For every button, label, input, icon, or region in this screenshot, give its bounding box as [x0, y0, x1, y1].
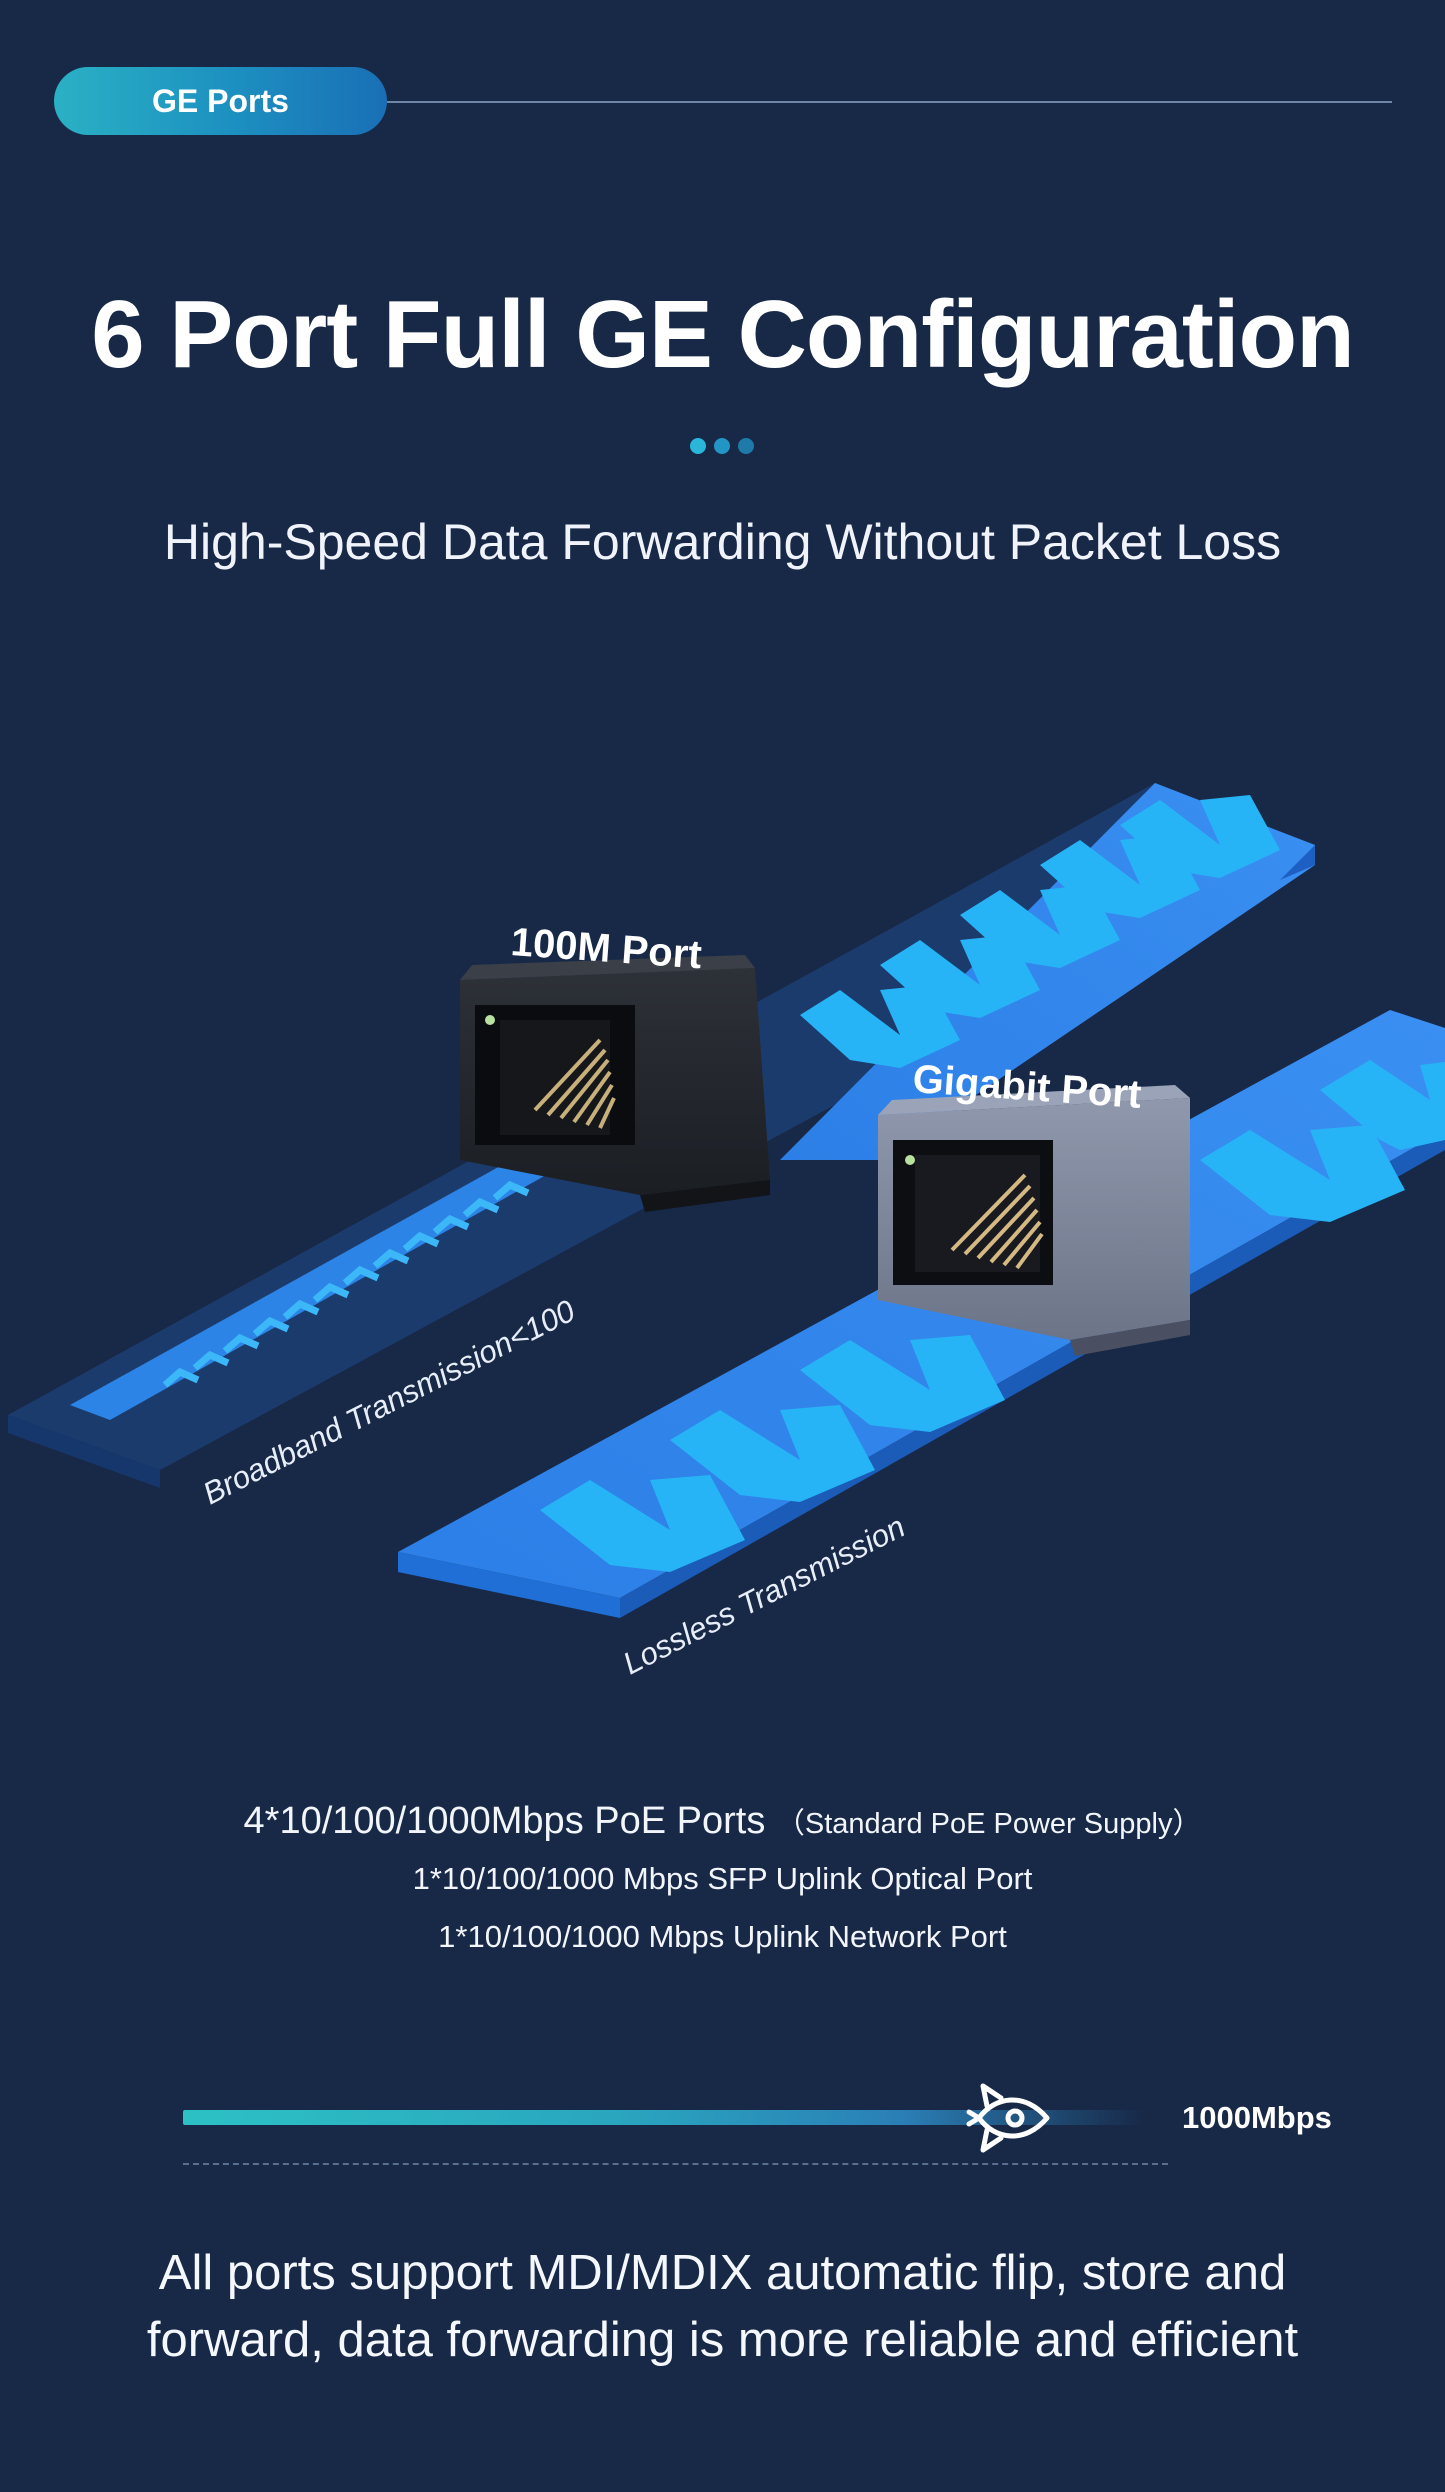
dot-icon	[738, 438, 754, 454]
sfp-port-text: 1*10/100/1000 Mbps SFP Uplink Optical Po…	[412, 1861, 1033, 1896]
ethernet-port-gigabit	[878, 1085, 1190, 1356]
port-spec-list: 4*10/100/1000Mbps PoE Ports （Standard Po…	[0, 1800, 1445, 1955]
section-tab-label: GE Ports	[152, 82, 289, 119]
page-subtitle: High-Speed Data Forwarding Without Packe…	[163, 514, 1282, 570]
decorative-dots	[690, 438, 754, 454]
port-spec-line: 4*10/100/1000Mbps PoE Ports （Standard Po…	[0, 1800, 1445, 1843]
port-comparison-illustration: 100M Port Gigabit Port Broadband Transmi…	[8, 783, 1445, 1681]
speed-label: 1000Mbps	[1182, 2100, 1332, 2135]
feature-line-2: forward, data forwarding is more reliabl…	[146, 2313, 1299, 2367]
page-title: 6 Port Full GE Configuration	[91, 281, 1355, 388]
dot-icon	[714, 438, 730, 454]
ethernet-port-100m	[460, 955, 770, 1212]
poe-ports-text: 4*10/100/1000Mbps PoE Ports	[243, 1800, 766, 1842]
rocket-icon	[966, 2083, 1050, 2153]
feature-description: All ports support MDI/MDIX automatic fli…	[0, 2240, 1445, 2374]
speed-progress-bar	[183, 2110, 1143, 2125]
feature-line-1: All ports support MDI/MDIX automatic fli…	[158, 2246, 1287, 2300]
dashed-divider	[183, 2163, 1168, 2165]
uplink-port-text: 1*10/100/1000 Mbps Uplink Network Port	[438, 1919, 1007, 1954]
dot-icon	[690, 438, 706, 454]
section-tab-pill: GE Ports	[54, 67, 387, 135]
poe-ports-note: （Standard PoE Power Supply）	[775, 1808, 1202, 1840]
header-divider	[387, 101, 1392, 103]
